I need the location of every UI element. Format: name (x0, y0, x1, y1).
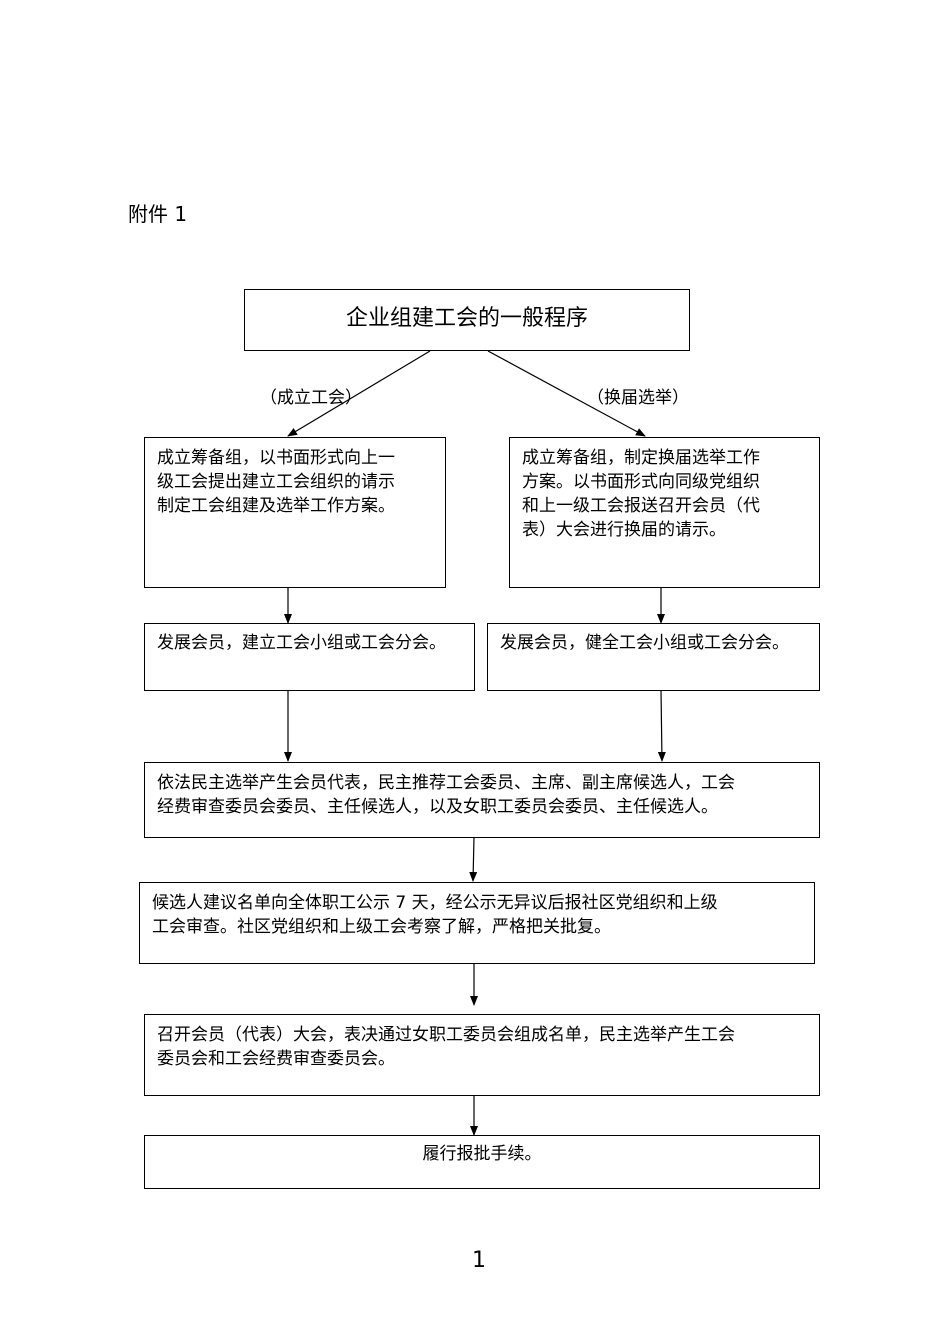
right-step1-line: 和上一级工会报送召开会员（代 (522, 496, 760, 516)
arrow-title-to-left (287, 350, 431, 437)
step5-line: 委员会和工会经费审查委员会。 (157, 1049, 395, 1069)
step3-line: 依法民主选举产生会员代表，民主推荐工会委员、主席、副主席候选人，工会 (157, 773, 735, 793)
flowchart-title-box: 企业组建工会的一般程序 (244, 289, 690, 351)
left-step2-box: 发展会员，建立工会小组或工会分会。 (144, 623, 475, 691)
right-step1-box: 成立筹备组，制定换届选举工作 方案。以书面形式向同级党组织 和上一级工会报送召开… (509, 437, 820, 588)
left-step1-line: 制定工会组建及选举工作方案。 (157, 496, 395, 516)
left-step2-text: 发展会员，建立工会小组或工会分会。 (157, 633, 446, 653)
step4-line: 候选人建议名单向全体职工公示 7 天，经公示无异议后报社区党组织和上级 (152, 893, 718, 913)
step3-line: 经费审查委员会委员、主任候选人，以及女职工委员会委员、主任候选人。 (157, 797, 718, 817)
branch-label-establish: （成立工会） (260, 388, 362, 408)
page-number: 1 (472, 1248, 486, 1273)
branch-label-reelection: （换届选举） (587, 388, 689, 408)
arrow-right2-to-step3 (657, 689, 666, 762)
step6-text: 履行报批手续。 (422, 1144, 542, 1164)
left-step1-line: 级工会提出建立工会组织的请示 (157, 472, 395, 492)
arrow-title-to-right (487, 350, 646, 437)
step6-box: 履行报批手续。 (144, 1135, 820, 1189)
step3-box: 依法民主选举产生会员代表，民主推荐工会委员、主席、副主席候选人，工会 经费审查委… (144, 762, 820, 838)
step5-box: 召开会员（代表）大会，表决通过女职工委员会组成名单，民主选举产生工会 委员会和工… (144, 1014, 820, 1096)
left-step1-line: 成立筹备组，以书面形式向上一 (157, 448, 395, 468)
attachment-label: 附件 1 (128, 202, 188, 226)
step5-line: 召开会员（代表）大会，表决通过女职工委员会组成名单，民主选举产生工会 (157, 1025, 735, 1045)
right-step2-box: 发展会员，健全工会小组或工会分会。 (487, 623, 820, 691)
right-step1-line: 成立筹备组，制定换届选举工作 (522, 448, 760, 468)
flowchart-title: 企业组建工会的一般程序 (345, 306, 588, 331)
step4-box: 候选人建议名单向全体职工公示 7 天，经公示无异议后报社区党组织和上级 工会审查… (139, 882, 815, 964)
right-step1-line: 方案。以书面形式向同级党组织 (522, 472, 760, 492)
left-step1-box: 成立筹备组，以书面形式向上一 级工会提出建立工会组织的请示 制定工会组建及选举工… (144, 437, 446, 588)
right-step2-text: 发展会员，健全工会小组或工会分会。 (500, 633, 789, 653)
step4-line: 工会审查。社区党组织和上级工会考察了解，严格把关批复。 (152, 917, 611, 937)
right-step1-line: 表）大会进行换届的请示。 (522, 520, 726, 540)
arrow-step3-to-step4 (469, 836, 478, 882)
